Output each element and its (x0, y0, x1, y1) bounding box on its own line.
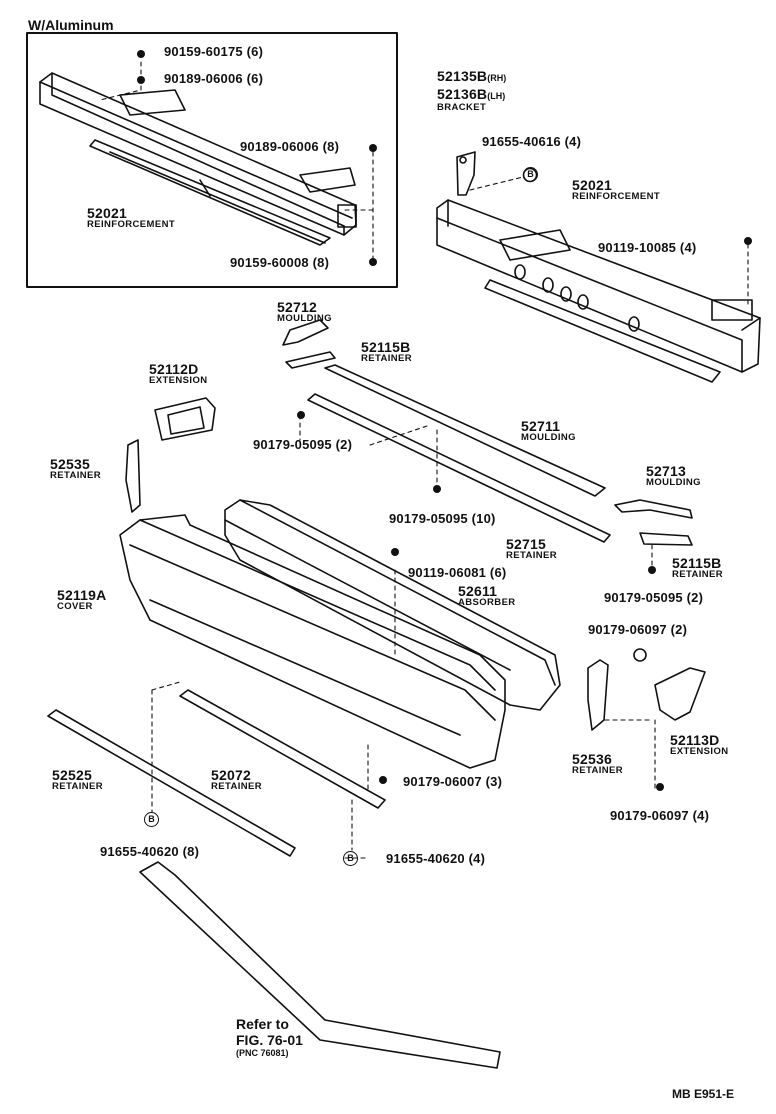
callout-b-marker: B (343, 851, 358, 866)
fastener-label: 90179-05095 (2) (253, 437, 353, 452)
retainer-52115b-left-drawing (285, 351, 336, 369)
bracket-drawing (456, 151, 476, 196)
fastener-label: 90159-60008 (8) (230, 255, 330, 270)
retainer-52536-drawing (587, 659, 609, 731)
callout-b-marker: B (144, 812, 159, 827)
aluminum-inset-frame (26, 32, 398, 288)
fastener-label: 91655-40620 (8) (100, 844, 200, 859)
fastener-label: 90179-06097 (4) (610, 808, 710, 823)
part-label-52135b: 52135B(RH) (437, 68, 507, 84)
fastener-label: 90159-60175 (6) (164, 44, 264, 59)
extension-52112d-drawing (154, 397, 216, 441)
refer-note: Refer to FIG. 76-01 (PNC 76081) (236, 1016, 303, 1058)
fastener-glyphs (137, 50, 752, 791)
reinforcement-drawing (436, 199, 761, 383)
inset-leader-lines (99, 61, 374, 261)
figure-code: MB E951-E (672, 1087, 735, 1101)
retainer-52535-drawing (125, 439, 141, 513)
moulding-52712-drawing (282, 319, 329, 346)
moulding-52711-drawing (324, 364, 606, 497)
fastener-label: 90179-06097 (2) (588, 622, 688, 637)
fastener-label: 90189-06006 (6) (164, 71, 264, 86)
fastener-label: 90179-05095 (2) (604, 590, 704, 605)
leader-lines (151, 414, 656, 859)
fastener-label: 90119-10085 (4) (598, 240, 697, 255)
retainer-52715-drawing (307, 393, 611, 543)
retainer-52525-drawing (47, 709, 296, 857)
fastener-label: 90179-05095 (10) (389, 511, 496, 526)
fastener-label: 91655-40620 (4) (386, 851, 486, 866)
callout-b-marker: B (523, 167, 538, 182)
part-label-52136b: 52136B(LH) BRACKET (437, 86, 506, 113)
fastener-label: 90189-06006 (8) (240, 139, 340, 154)
inset-reinforcement-drawing (39, 72, 357, 246)
fastener-label: 90179-06007 (3) (403, 774, 503, 789)
inset-title: W/Aluminum (28, 17, 114, 33)
bumper-cover-drawing (119, 514, 506, 769)
moulding-52713-drawing (614, 499, 693, 519)
fastener-label: 91655-40616 (4) (482, 134, 582, 149)
absorber-drawing (224, 499, 561, 711)
lower-moulding-drawing (139, 861, 501, 1069)
retainer-52115b-right-drawing (639, 532, 693, 546)
extension-52113d-drawing (654, 667, 706, 721)
fastener-label: 90119-06081 (6) (408, 565, 507, 580)
retainer-52072-drawing (179, 689, 386, 809)
